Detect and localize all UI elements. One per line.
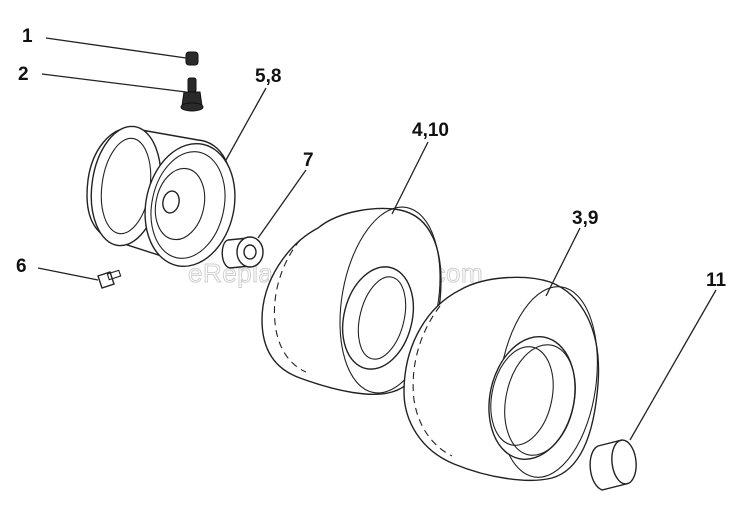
- part-valve-stem: [180, 77, 204, 112]
- part-lug-bolt: [97, 269, 122, 289]
- part-valve-cap: [185, 51, 199, 66]
- leader-line-6: [37, 267, 99, 281]
- callout-3-9: 3,9: [572, 208, 598, 229]
- callout-5-8: 5,8: [255, 66, 281, 87]
- callout-11: 11: [706, 270, 727, 291]
- callout-1: 1: [22, 26, 33, 47]
- callout-2: 2: [18, 64, 29, 85]
- leader-line-3-9: [545, 227, 581, 297]
- leader-line-4-10: [391, 141, 429, 215]
- leader-line-7: [257, 169, 307, 239]
- part-spacer: [589, 439, 637, 491]
- part-tire-front: [261, 206, 442, 395]
- part-tire-rear: [403, 276, 600, 482]
- part-wheel-rim: [86, 125, 236, 268]
- leader-line-1: [45, 37, 187, 59]
- part-bushing: [221, 236, 264, 269]
- leader-line-2: [41, 73, 187, 93]
- leader-line-5-8: [225, 87, 267, 161]
- callout-4-10: 4,10: [412, 120, 449, 141]
- leader-line-11: [629, 289, 717, 441]
- callout-7: 7: [303, 150, 314, 171]
- callout-6: 6: [16, 256, 27, 277]
